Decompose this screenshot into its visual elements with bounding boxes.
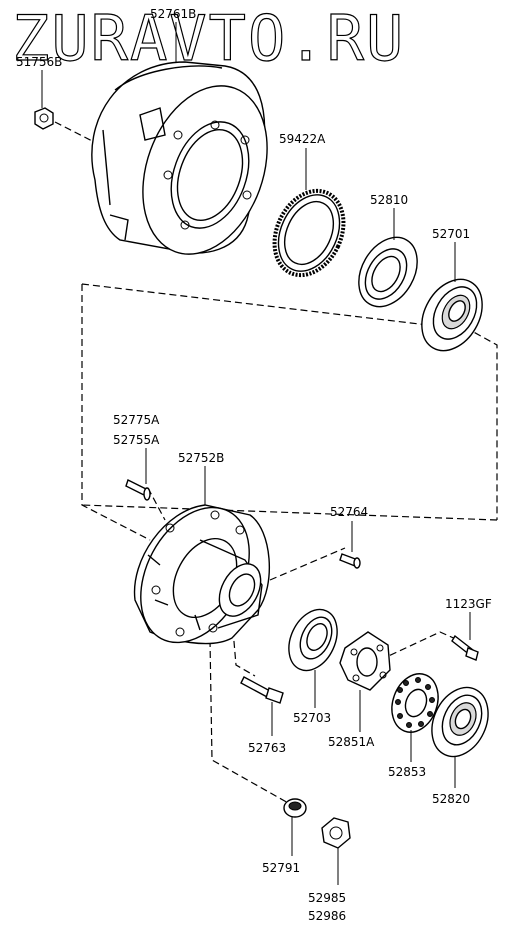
- lock-plate-52851A: [339, 631, 391, 691]
- seal-52810: [358, 236, 418, 308]
- label-52703: 52703: [293, 711, 331, 725]
- leader-lines: [41, 22, 471, 885]
- bearing-52703: [288, 608, 338, 672]
- label-52810: 52810: [370, 193, 408, 207]
- label-59422A: 59422A: [279, 132, 326, 146]
- label-1123GF: 1123GF: [445, 597, 492, 611]
- brake-drum-52761B: [91, 61, 268, 255]
- stud-bolt-52775A: [125, 479, 151, 501]
- label-52791: 52791: [262, 861, 300, 875]
- label-52820: 52820: [432, 792, 470, 806]
- watermark: ZURAVTO.RU: [12, 2, 405, 75]
- hub-52752B: [133, 504, 270, 645]
- label-52853: 52853: [388, 765, 426, 779]
- bolt-52763: [240, 676, 284, 704]
- label-52851A: 52851A: [328, 735, 375, 749]
- label-51756B: 51756B: [16, 55, 62, 69]
- label-52752B: 52752B: [178, 451, 224, 465]
- label-52985: 52985: [308, 891, 346, 905]
- label-52761B: 52761B: [150, 7, 196, 21]
- label-52701: 52701: [432, 227, 470, 241]
- assembly-dashed-lines: [54, 121, 498, 805]
- bolt-1123GF: [451, 634, 479, 661]
- part-labels: 52761B 51756B 59422A 52810 52701 52775A …: [16, 7, 492, 923]
- nut-52791: [283, 798, 307, 818]
- seal-52820: [431, 686, 489, 758]
- nut-52985: [321, 817, 351, 849]
- nut-51756B: [34, 107, 54, 130]
- washer-52853: [391, 673, 439, 733]
- label-52775A: 52775A: [113, 413, 160, 427]
- pin-52764: [339, 553, 361, 569]
- tone-ring-59422A: [272, 188, 346, 278]
- bearing-52701: [421, 278, 483, 352]
- label-52755A: 52755A: [113, 433, 160, 447]
- label-52764: 52764: [330, 505, 368, 519]
- label-52986: 52986: [308, 909, 346, 923]
- label-52763: 52763: [248, 741, 286, 755]
